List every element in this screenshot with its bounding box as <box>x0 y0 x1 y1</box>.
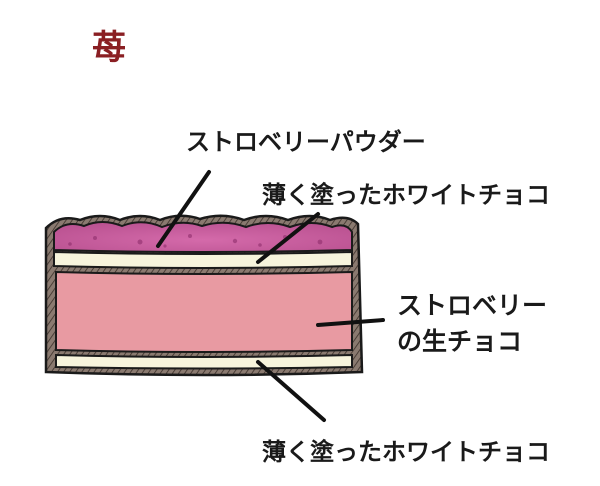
strawberry-ganache-layer <box>55 270 353 353</box>
top-white-chocolate-layer <box>53 250 353 269</box>
label-strawberry-powder: ストロベリーパウダー <box>186 128 426 156</box>
strawberry-powder-layer <box>53 221 353 253</box>
label-strawberry-ganache: ストロベリー の生チョコ <box>397 288 547 360</box>
leader-line-powder <box>156 170 211 248</box>
label-strawberry-ganache-line2: の生チョコ <box>397 327 523 356</box>
label-strawberry-ganache-line1: ストロベリー <box>397 291 548 320</box>
page-title: 苺 <box>92 28 127 68</box>
label-bottom-white-chocolate: 薄く塗ったホワイトチョコ <box>262 438 550 466</box>
label-top-white-chocolate: 薄く塗ったホワイトチョコ <box>262 181 550 209</box>
leader-line-top-white <box>256 212 320 264</box>
leader-line-bottom-white <box>256 360 326 422</box>
leader-line-ganache <box>316 318 385 327</box>
bottom-white-chocolate-layer <box>55 353 353 370</box>
